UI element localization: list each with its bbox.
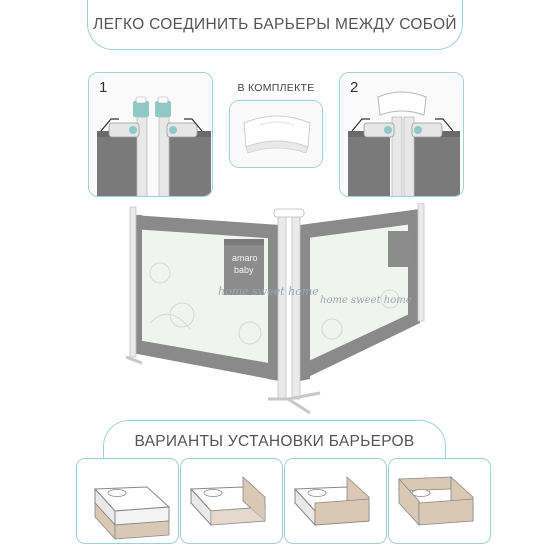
top-banner: ЛЕГКО СОЕДИНИТЬ БАРЬЕРЫ МЕЖДУ СОБОЙ: [87, 0, 463, 50]
bed-variant-2-illustration: [189, 476, 267, 527]
variant-thumb-3[interactable]: [284, 458, 387, 544]
connector-open-illustration: [89, 73, 212, 196]
barrier-print-left: home sweet home: [218, 285, 319, 298]
corner-connector-piece: [230, 101, 322, 167]
variants-banner: ВАРИАНТЫ УСТАНОВКИ БАРЬЕРОВ: [103, 420, 446, 462]
bed-variant-4-illustration: [397, 476, 475, 527]
barrier-print-right: home sweet home: [320, 295, 412, 306]
connector-closed-illustration: [340, 73, 463, 196]
variant-thumb-4[interactable]: [388, 458, 491, 544]
variants-title: ВАРИАНТЫ УСТАНОВКИ БАРЬЕРОВ: [134, 432, 415, 450]
kit-piece-card: [229, 100, 323, 168]
step-2-number: 2: [350, 79, 359, 96]
kit-label: В КОМПЛЕКТЕ: [237, 82, 315, 94]
brand-line-2: baby: [234, 265, 254, 275]
header-title: ЛЕГКО СОЕДИНИТЬ БАРЬЕРЫ МЕЖДУ СОБОЙ: [93, 15, 457, 33]
brand-line-1: amaro: [232, 253, 258, 263]
barrier-illustration: home sweet home home sweet home amaro ba…: [120, 203, 432, 418]
variant-thumb-1[interactable]: [76, 458, 179, 544]
step-1-number: 1: [99, 79, 108, 96]
bed-variant-1-illustration: [93, 486, 171, 541]
corner-barrier-photo: home sweet home home sweet home amaro ba…: [125, 203, 425, 415]
step-1-photo: 1: [88, 72, 213, 197]
variant-thumb-2[interactable]: [180, 458, 283, 544]
step-2-photo: 2: [339, 72, 464, 197]
bed-variant-3-illustration: [293, 476, 371, 527]
